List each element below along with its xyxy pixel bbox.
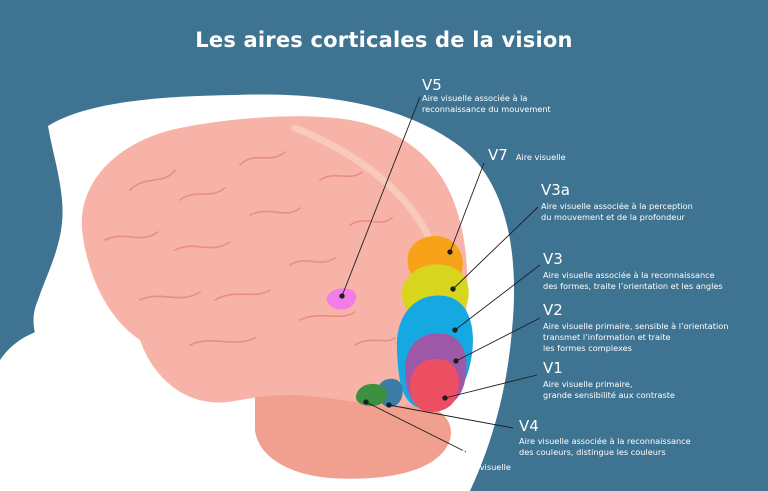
area-description-line: Aire visuelle: [515, 152, 566, 162]
area-v5-region: [326, 288, 357, 310]
area-v1-region: [410, 358, 459, 412]
diagram-title: Les aires corticales de la vision: [195, 28, 573, 52]
area-label-v5: V5 Aire visuelle associée à la reconnais…: [422, 77, 551, 115]
area-description-line: du mouvement et de la profondeur: [541, 212, 685, 222]
area-label-v2: V2 Aire visuelle primaire, sensible à l’…: [543, 302, 728, 354]
leader-lines: [339, 96, 541, 453]
area-code: V8: [461, 443, 481, 461]
area-description-line: Aire visuelle primaire,: [543, 379, 633, 389]
area-code: V3: [543, 250, 563, 268]
area-code: V5: [422, 76, 442, 94]
area-code: V3a: [541, 181, 570, 199]
area-label-v3a: V3a Aire visuelle associée à la percepti…: [541, 182, 693, 223]
area-description-line: des couleurs, distingue les couleurs: [519, 447, 666, 457]
area-description-line: les formes complexes: [543, 343, 632, 353]
area-code: V4: [519, 417, 539, 435]
area-label-v8: V8 Aire visuelle: [461, 444, 511, 473]
area-label-v3: V3 Aire visuelle associée à la reconnais…: [543, 251, 723, 292]
area-v8-region: [355, 383, 387, 406]
cerebellum: [255, 390, 451, 479]
area-description-line: Aire visuelle associée à la reconnaissan…: [519, 436, 691, 446]
area-description-line: des formes, traite l’orientation et les …: [543, 281, 723, 291]
area-description-line: Aire visuelle primaire, sensible à l’ori…: [543, 321, 729, 331]
brain-hemisphere: [81, 116, 468, 407]
area-code: V7: [488, 146, 508, 164]
area-label-v4: V4 Aire visuelle associée à la reconnais…: [519, 418, 691, 458]
neck-shape: [0, 326, 110, 491]
area-label-v7: V7 Aire visuelle: [488, 147, 566, 163]
area-description-line: reconnaissance du mouvement: [422, 104, 551, 114]
area-label-v1: V1 Aire visuelle primaire, grande sensib…: [543, 360, 675, 401]
area-description-line: transmet l’information et traite: [543, 332, 671, 342]
area-description-line: Aire visuelle associée à la perception: [541, 201, 693, 211]
area-description-line: Aire visuelle associée à la: [422, 93, 528, 103]
area-code: V2: [543, 301, 563, 319]
area-description-line: Aire visuelle associée à la reconnaissan…: [543, 270, 715, 280]
area-code: V1: [543, 359, 563, 377]
area-description-line: Aire visuelle: [461, 462, 511, 472]
area-description-line: grande sensibilité aux contraste: [543, 390, 675, 400]
brain-folds: [104, 151, 396, 346]
